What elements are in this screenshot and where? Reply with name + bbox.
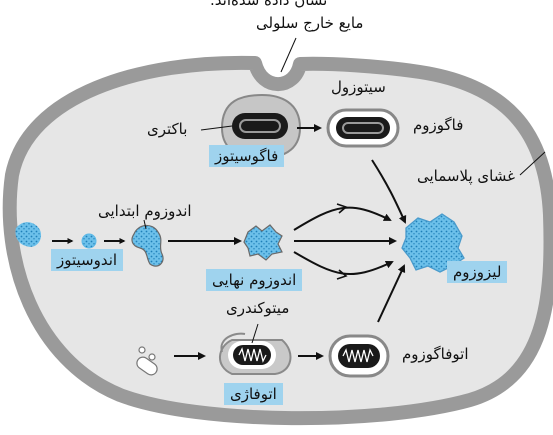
label-cytosol: سیتوزول	[331, 78, 386, 96]
pointer-membrane	[519, 151, 546, 176]
label-early-endosome: اندوزوم ابتدایی	[98, 202, 192, 220]
pointer-early-endosome	[143, 219, 147, 230]
label-bacterium: باکتری	[147, 120, 188, 138]
chevron-upper-icon	[336, 203, 348, 214]
phagosome-vesicle	[326, 108, 400, 148]
label-autophagosome: اتوفاگوزوم	[402, 345, 469, 363]
header-fragment: نشان داده شده‌اند.	[210, 0, 328, 9]
pointer-mitochondrion	[251, 323, 259, 344]
pointer-bacterium	[200, 125, 233, 131]
label-extracellular-fluid: مایع خارج سلولی	[256, 14, 364, 32]
small-vesicle	[148, 353, 156, 361]
small-vesicle	[138, 346, 146, 354]
small-vesicle	[136, 356, 158, 376]
pointer-extracellular	[280, 37, 297, 73]
arrow-auto-to-lyso	[377, 264, 406, 323]
autophagosome-vesicle	[328, 334, 390, 378]
label-phagosome: فاگوزوم	[413, 116, 464, 134]
chevron-lower-icon	[336, 269, 348, 280]
late-endosome-shape	[243, 224, 283, 261]
label-phagocytosis: فاگوسیتوز	[209, 145, 285, 167]
arrow-phago-to-lyso	[371, 159, 407, 224]
endocytic-vesicle	[81, 233, 97, 249]
endocytosis-pit	[15, 222, 42, 247]
label-mitochondrion: میتوکندری	[226, 299, 290, 317]
early-endosome-shape	[131, 224, 164, 267]
bacterium-engulfment	[220, 93, 302, 160]
label-late-endosome: اندوزوم نهایی	[206, 269, 303, 291]
label-lysosome: لیزوزوم	[447, 261, 508, 283]
arrow-late-to-lyso-upper	[293, 206, 392, 231]
label-autophagy: اتوفاژی	[224, 383, 283, 405]
label-endocytosis: اندوسیتوز	[51, 249, 124, 271]
mitochondrion-inner	[233, 345, 271, 365]
label-plasma-membrane: غشای پلاسمایی	[417, 167, 515, 185]
